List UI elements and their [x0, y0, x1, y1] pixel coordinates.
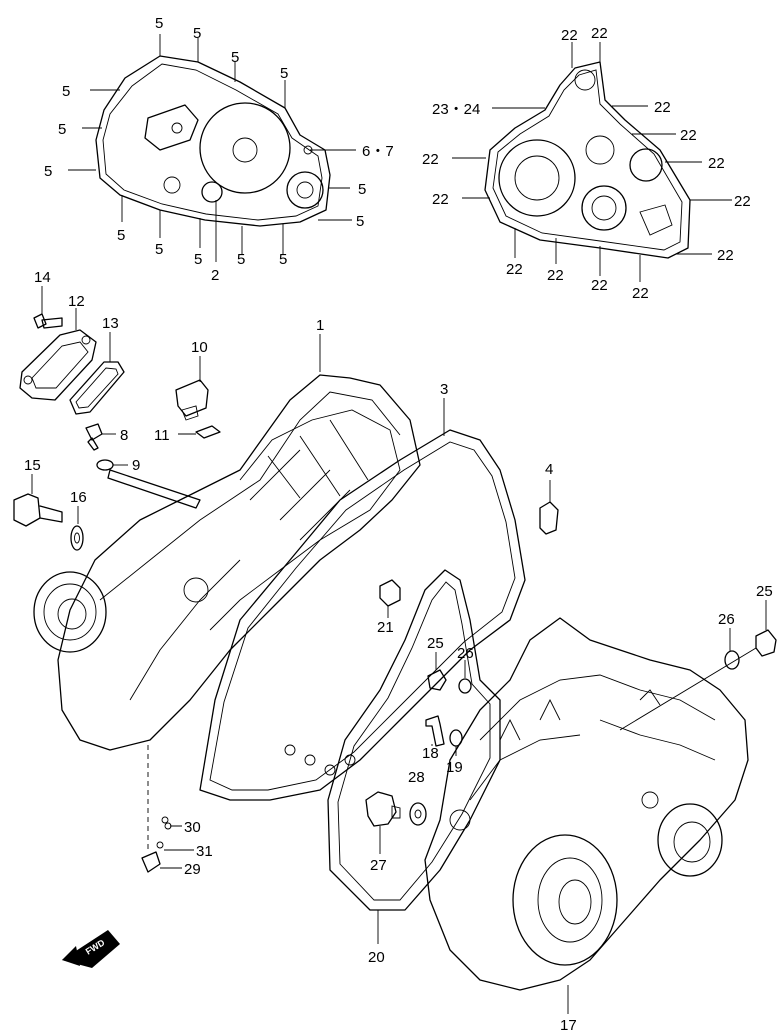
callout-5: 5	[358, 181, 366, 198]
callout-15: 15	[24, 457, 41, 474]
washer-28	[409, 802, 427, 826]
callout-22: 22	[632, 285, 649, 302]
callout-22: 22	[591, 25, 608, 42]
callout-22: 22	[591, 277, 608, 294]
bolt-15	[13, 474, 63, 527]
callout-13: 13	[102, 315, 119, 332]
callout-6-7: 6・7	[362, 143, 394, 160]
callout-14: 14	[34, 269, 51, 286]
callout-2: 2	[211, 267, 219, 284]
fastener-stack-29-31	[141, 745, 194, 873]
thermostat-housing-12	[19, 308, 97, 401]
callout-11: 11	[154, 427, 170, 444]
gasket-3	[199, 398, 526, 801]
dowel-21	[379, 579, 401, 618]
right-cover-leaders	[452, 42, 732, 282]
callout-22: 22	[708, 155, 725, 172]
pin-18	[425, 715, 445, 747]
callout-5: 5	[193, 25, 201, 42]
callout-30: 30	[184, 819, 201, 836]
left-cover-leaders	[68, 34, 356, 262]
callout-16: 16	[70, 489, 87, 506]
callout-23-24: 23・24	[432, 101, 480, 118]
callout-19: 19	[446, 759, 463, 776]
gasket-13	[69, 332, 125, 415]
bolt-14	[33, 286, 63, 329]
callout-22: 22	[717, 247, 734, 264]
washer-26-center	[458, 660, 472, 694]
callout-26: 26	[718, 611, 735, 628]
callout-22: 22	[734, 193, 751, 210]
callout-29: 29	[184, 861, 201, 878]
callout-5: 5	[356, 213, 364, 230]
callout-5: 5	[117, 227, 125, 244]
callout-5: 5	[279, 251, 287, 268]
callout-22: 22	[654, 99, 671, 116]
callout-22: 22	[506, 261, 523, 278]
callout-26: 26	[457, 645, 474, 662]
callout-20: 20	[368, 949, 385, 966]
callout-3: 3	[440, 381, 448, 398]
callout-17: 17	[560, 1017, 577, 1034]
washer-16	[70, 506, 84, 551]
dowel-4	[539, 480, 559, 535]
callout-22: 22	[422, 151, 439, 168]
callout-31: 31	[196, 843, 213, 860]
callout-28: 28	[408, 769, 425, 786]
callout-5: 5	[44, 163, 52, 180]
callout-22: 22	[547, 267, 564, 284]
crankcase-left-1	[57, 334, 421, 751]
crankcase-right-17	[424, 617, 749, 1014]
callout-9: 9	[132, 457, 140, 474]
callout-8: 8	[120, 427, 128, 444]
callout-5: 5	[155, 241, 163, 258]
callout-5: 5	[58, 121, 66, 138]
plug-10	[175, 356, 209, 421]
left-inner-cover	[95, 55, 331, 227]
washer-11	[178, 425, 221, 439]
callout-5: 5	[280, 65, 288, 82]
callout-22: 22	[680, 127, 697, 144]
bolt-8	[85, 423, 116, 451]
bolt-25-center	[427, 652, 447, 691]
callout-27: 27	[370, 857, 387, 874]
callout-18: 18	[422, 745, 439, 762]
fwd-arrow-icon: FWD	[62, 930, 120, 968]
right-outer-cover	[484, 61, 691, 259]
washer-9	[96, 459, 128, 471]
plug-27	[365, 791, 401, 854]
callout-25: 25	[427, 635, 444, 652]
callout-22: 22	[432, 191, 449, 208]
callout-labels: 5 5 5 5 5 5 5 6・7 5 5 5 5 5 2 5 5 22 22 …	[24, 15, 773, 1034]
callout-5: 5	[194, 251, 202, 268]
callout-22: 22	[561, 27, 578, 44]
callout-5: 5	[237, 251, 245, 268]
callout-5: 5	[62, 83, 70, 100]
callout-25: 25	[756, 583, 773, 600]
bolt-25-right	[619, 600, 777, 731]
callout-21: 21	[377, 619, 394, 636]
callout-5: 5	[155, 15, 163, 32]
callout-12: 12	[68, 293, 85, 310]
callout-5: 5	[231, 49, 239, 66]
callout-4: 4	[545, 461, 553, 478]
callout-1: 1	[316, 317, 324, 334]
washer-26-right	[724, 628, 740, 670]
oil-filter-boss	[33, 571, 107, 653]
callout-10: 10	[191, 339, 208, 356]
